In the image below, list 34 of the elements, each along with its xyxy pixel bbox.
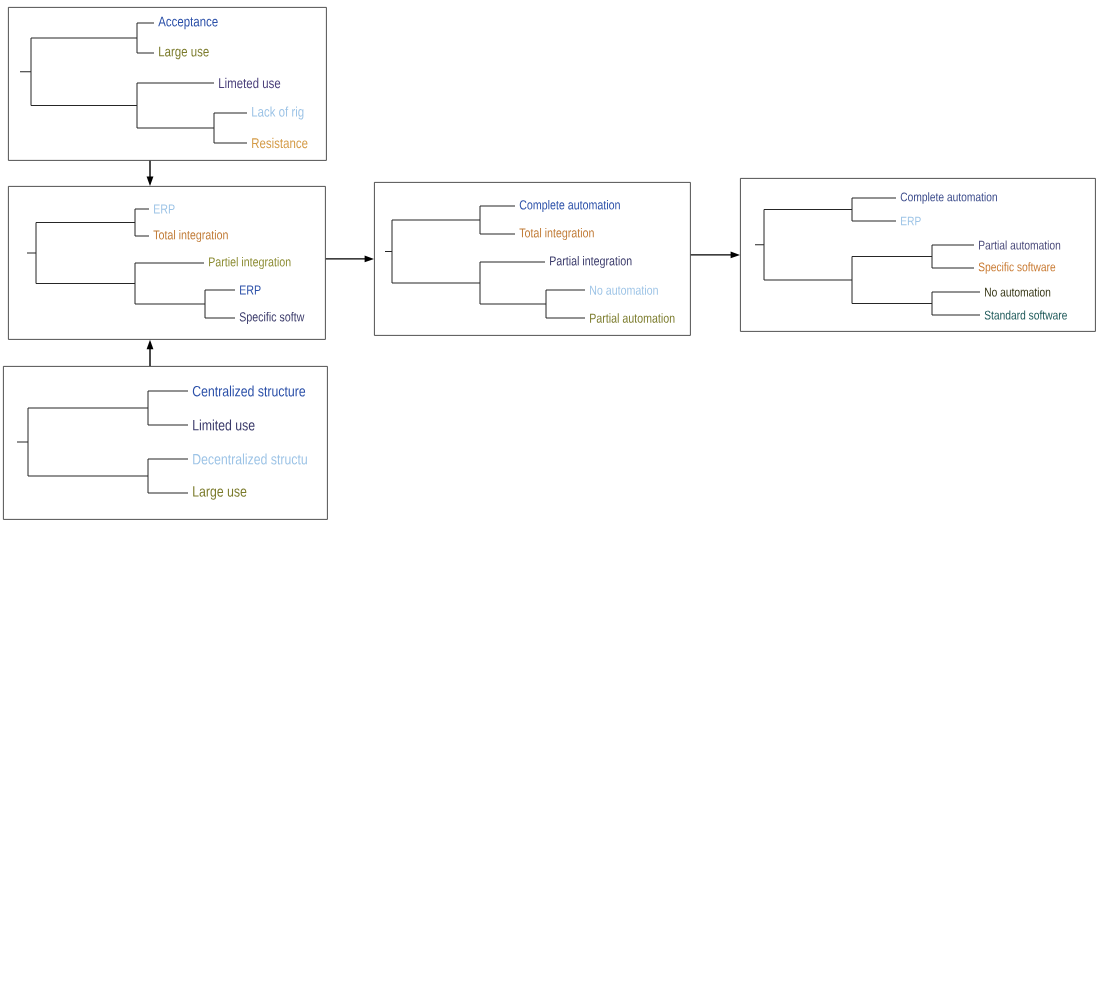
leaf-label: ERP	[154, 204, 175, 214]
leaf-label: Lack of rig	[252, 106, 304, 120]
leaf-label: Specific software	[978, 262, 1056, 274]
leaf-label: No automation	[985, 287, 1051, 297]
leaf-label: Total integration	[519, 227, 594, 241]
leaf-label: Partial automation	[590, 313, 675, 323]
leaf-label: Limeted use	[219, 77, 281, 89]
leaf-label: ERP	[901, 216, 921, 226]
leaf-label: Limited use	[193, 419, 255, 431]
leaf-label: Complete automation	[900, 192, 997, 204]
tree-panel	[374, 182, 691, 336]
leaf-label: Acceptance	[158, 16, 218, 30]
tree-panel	[8, 7, 327, 161]
tree-panel	[740, 178, 1096, 332]
tree-panel	[8, 186, 326, 340]
leaf-label: Centralized structure	[192, 385, 306, 397]
leaf-label: No automation	[590, 285, 658, 295]
arrow	[690, 251, 740, 259]
leaf-label: Large use	[193, 486, 247, 500]
leaf-label: Complete automation	[519, 199, 620, 213]
leaf-label: Specific softw	[239, 311, 305, 325]
leaf-label: Total integration	[153, 229, 228, 243]
leaf-label: Standard software	[984, 310, 1067, 320]
leaf-label: Large use	[159, 46, 209, 60]
arrow	[325, 255, 374, 263]
arrow	[146, 339, 154, 367]
leaf-label: Resistance	[252, 137, 308, 149]
leaf-label: ERP	[240, 285, 261, 295]
tree-panel	[3, 366, 328, 520]
arrow	[146, 160, 154, 186]
leaf-label: Partial automation	[979, 240, 1061, 250]
leaf-label: Decentralized structu	[193, 453, 307, 465]
leaf-label: Partial integration	[550, 255, 632, 269]
leaf-label: Partiel integration	[209, 256, 291, 270]
